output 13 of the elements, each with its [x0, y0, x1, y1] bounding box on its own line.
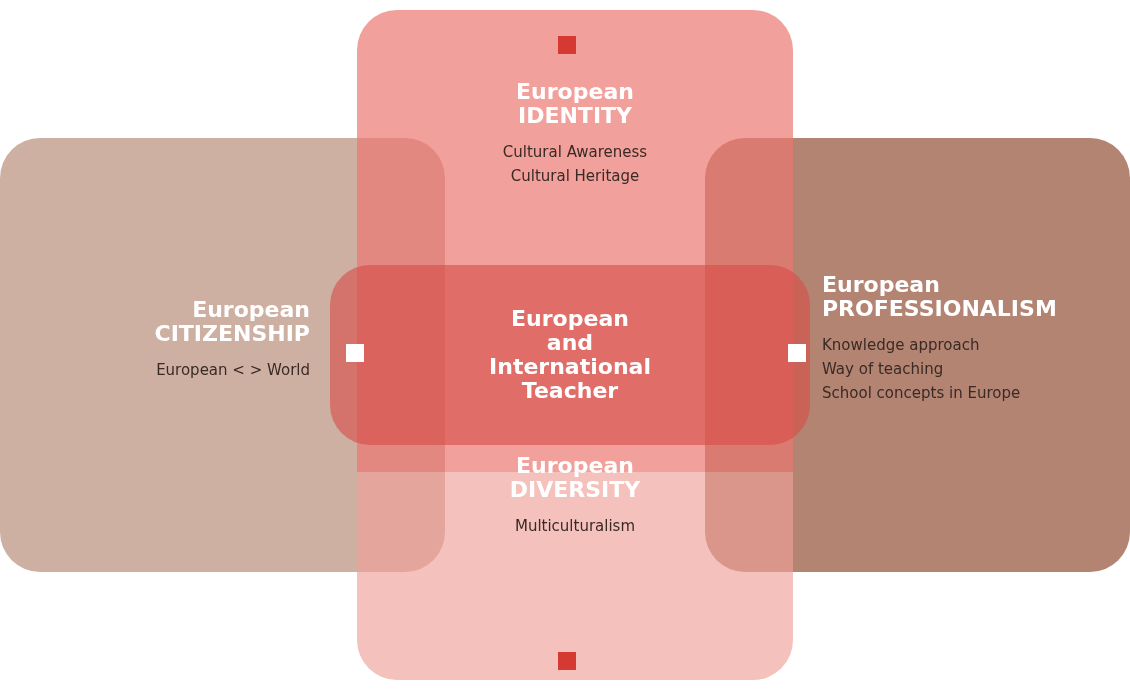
heading: European IDENTITY	[516, 80, 634, 128]
list-item: European < > World	[156, 360, 310, 381]
list-item: School concepts in Europe	[822, 383, 1021, 404]
center-panel	[330, 265, 810, 445]
heading: European and International Teacher	[489, 307, 651, 403]
heading: European CITIZENSHIP	[154, 298, 310, 346]
list-item: Multiculturalism	[514, 516, 636, 537]
list-item: Knowledge approach	[822, 335, 980, 356]
heading: European PROFESSIONALISM	[822, 273, 1057, 321]
list-item: Way of teaching	[822, 359, 944, 380]
list-item: Cultural Heritage	[510, 166, 640, 187]
list-item: Cultural Awareness	[502, 142, 648, 163]
heading: European DIVERSITY	[509, 454, 641, 502]
